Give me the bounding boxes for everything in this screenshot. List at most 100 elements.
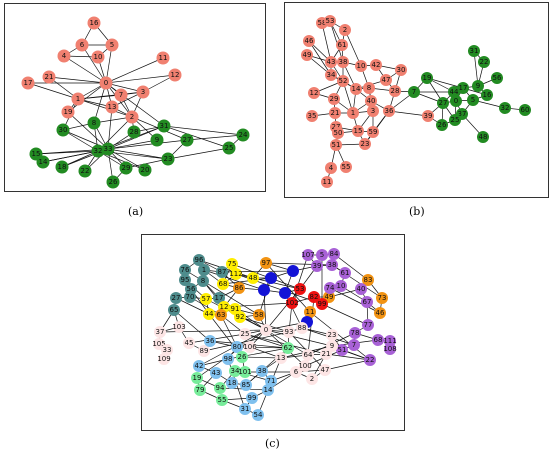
node-label: 1: [202, 266, 206, 274]
graph-node: 28: [127, 125, 141, 139]
node-circle: [339, 24, 351, 36]
node-circle: [311, 260, 323, 272]
node-label: 39: [424, 112, 433, 120]
node-circle: [355, 60, 367, 72]
node-circle: [157, 119, 171, 133]
graph-node: 16: [481, 89, 493, 101]
graph-node: 64: [302, 349, 314, 361]
node-circle: [363, 82, 375, 94]
graph-node: 8: [87, 116, 101, 130]
node-label: 51: [332, 141, 341, 149]
graph-edge: [175, 297, 210, 315]
graph-edge: [105, 74, 176, 84]
node-label: 30: [397, 66, 406, 74]
caption-a: (a): [128, 205, 144, 218]
graph-edge: [105, 82, 165, 127]
node-label: 99: [318, 300, 327, 308]
graph-node: 53: [324, 15, 336, 27]
graph-node: 108: [383, 343, 397, 355]
node-circle: [348, 339, 360, 351]
node-label: 28: [130, 128, 139, 136]
graph-node: 26: [436, 119, 448, 131]
node-label: 12: [171, 71, 180, 79]
node-circle: [156, 51, 170, 65]
node-label: 12: [220, 303, 229, 311]
node-label: 40: [357, 285, 366, 293]
graph-node: 101: [238, 366, 252, 378]
node-label: 107: [301, 251, 314, 259]
node-circle: [168, 304, 180, 316]
graph-node: 84: [328, 248, 340, 260]
graph-node: 44: [203, 308, 215, 320]
node-label: 34: [327, 71, 336, 79]
node-circle: [478, 56, 490, 68]
node-label: 78: [351, 329, 360, 337]
graph-node: 13: [105, 100, 119, 114]
node-label: 76: [181, 266, 190, 274]
graph-node: 103: [172, 321, 186, 333]
node-label: 11: [306, 308, 315, 316]
graph-node: 27: [170, 292, 182, 304]
graph-edge: [107, 106, 113, 150]
graph-node: 51: [336, 344, 348, 356]
node-label: 75: [228, 260, 237, 268]
node-circle: [105, 38, 119, 52]
node-label: 95: [181, 276, 190, 284]
node-label: 0: [454, 97, 458, 105]
node-label: 17: [215, 294, 224, 302]
node-circle: [383, 105, 395, 117]
node-label: 44: [450, 88, 459, 96]
graph-node: 28: [389, 85, 401, 97]
node-label: 32: [501, 104, 510, 112]
graph-node: 8: [197, 275, 209, 287]
graph-node: 109: [157, 353, 171, 365]
graph-edge: [188, 333, 246, 344]
graph-edge: [265, 329, 333, 347]
graph-node: 42: [370, 59, 382, 71]
node-label: 94: [216, 384, 225, 392]
node-label: 14: [39, 158, 48, 166]
node-circle: [57, 49, 71, 63]
graph-node: 5: [105, 38, 119, 52]
node-circle: [436, 119, 448, 131]
node-circle: [233, 282, 245, 294]
node-label: 65: [170, 306, 179, 314]
node-label: 105: [152, 340, 165, 348]
node-label: 99: [248, 394, 257, 402]
graph-node: 25: [449, 114, 461, 126]
graph-node: [287, 265, 299, 277]
node-circle: [364, 354, 376, 366]
graph-node: 43: [210, 367, 222, 379]
node-circle: [299, 360, 311, 372]
node-circle: [340, 161, 352, 173]
node-label: 74: [326, 284, 335, 292]
node-circle: [161, 152, 175, 166]
node-label: 68: [219, 280, 228, 288]
graph-edge: [203, 269, 265, 291]
node-label: 51: [338, 346, 347, 354]
node-circle: [239, 366, 251, 378]
node-circle: [234, 311, 246, 323]
node-circle: [325, 162, 337, 174]
node-circle: [320, 348, 332, 360]
node-circle: [449, 114, 461, 126]
node-label: 43: [212, 369, 221, 377]
node-label: 60: [521, 106, 530, 114]
node-label: 93: [285, 328, 294, 336]
graph-node: 20: [138, 163, 152, 177]
graph-node: 12: [308, 87, 320, 99]
node-label: 88: [298, 324, 307, 332]
node-label: 50: [334, 129, 343, 137]
node-label: 5: [320, 251, 324, 259]
node-circle: [114, 88, 128, 102]
graph-node: 50: [332, 127, 344, 139]
node-circle: [337, 56, 349, 68]
node-circle: [367, 126, 379, 138]
node-label: 84: [330, 250, 339, 258]
graph-edge: [333, 253, 369, 281]
graph-node: 1: [71, 92, 85, 106]
node-label: 42: [195, 362, 204, 370]
node-label: 0: [264, 326, 268, 334]
